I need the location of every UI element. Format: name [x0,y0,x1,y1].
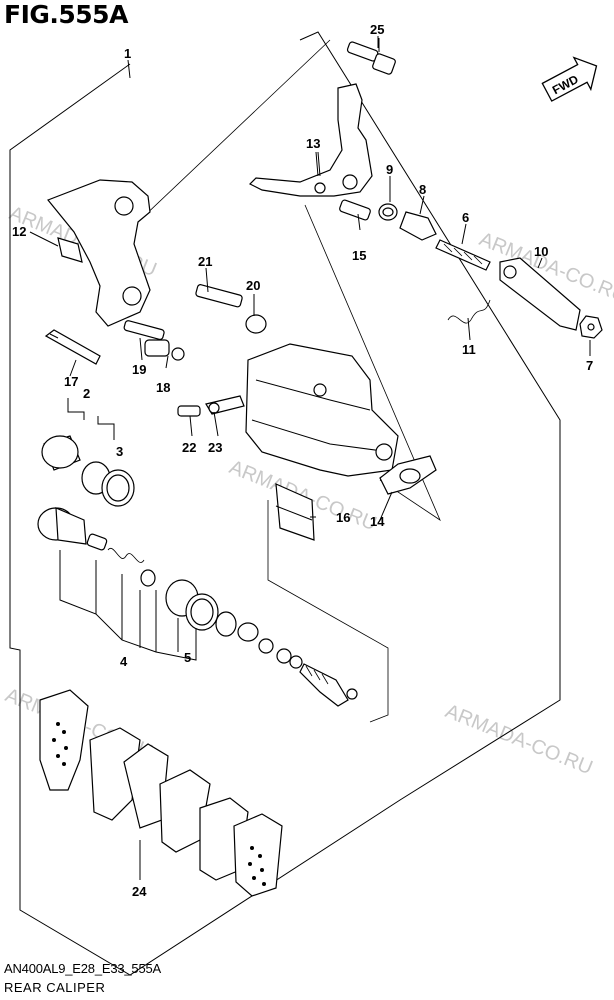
callout-13: 13 [306,136,320,151]
callout-24: 24 [132,884,147,899]
callout-10: 10 [534,244,548,259]
callout-5: 5 [184,650,191,665]
part-8-boot [399,211,437,241]
figure-name: REAR CALIPER [4,980,106,995]
callout-17: 17 [64,374,78,389]
part-20-cap [245,314,267,334]
part-25-bolt [346,38,396,75]
part-16-clip [275,483,315,541]
part-4-piston-kit [37,507,156,587]
caliper-sub-outline [304,204,441,522]
part-7-nut [579,315,603,339]
part-10-arm [499,257,581,331]
part-18-bleeder [144,339,185,361]
part-mount-bracket [47,179,151,327]
callout-14: 14 [370,514,385,529]
part-5-seal-kit [165,579,237,637]
part-13-bracket [248,83,373,197]
callout-6: 6 [462,210,469,225]
piston-sub-outline [267,500,389,723]
part-19-bolt [123,320,165,341]
part-22-screw [177,405,201,417]
callout-7: 7 [586,358,593,373]
callout-12: 12 [12,224,26,239]
leader-1 [127,59,131,79]
callout-2: 2 [83,386,90,401]
callout-3: 3 [116,444,123,459]
part-caliper-body [245,343,399,477]
assembly-outline [9,31,561,976]
part-21-pin [195,284,243,308]
part-adjuster-rod [237,622,358,707]
part-11-spring [447,299,491,324]
figure-title: FIG.555A [4,0,128,29]
part-24-pads [39,689,283,897]
part-3-seal [81,461,135,507]
callout-23: 23 [208,440,222,455]
part-17-pin [44,329,101,365]
callout-16: 16 [336,510,350,525]
callout-15: 15 [352,248,366,263]
callout-25: 25 [370,22,384,37]
fwd-arrow-icon: FWD [541,56,598,102]
part-12-clip [29,231,83,263]
callout-4: 4 [120,654,128,669]
callout-8: 8 [419,182,426,197]
figure-code: AN400AL9_E28_E33_555A [4,961,161,976]
callout-1: 1 [124,46,131,61]
part-23-washer [205,395,245,415]
part-6-pin [435,239,491,271]
watermark-5: ARMADA-CO.RU [442,700,596,779]
part-15-bolt [339,199,371,221]
callout-leaders [59,36,591,880]
callout-20: 20 [246,278,260,293]
callout-22: 22 [182,440,196,455]
callout-21: 21 [198,254,212,269]
part-14-seal [379,455,437,495]
callout-9: 9 [386,162,393,177]
callout-11: 11 [462,342,476,357]
callout-19: 19 [132,362,146,377]
part-9-oring [378,203,398,221]
part-2-piston [41,435,81,471]
callout-18: 18 [156,380,170,395]
